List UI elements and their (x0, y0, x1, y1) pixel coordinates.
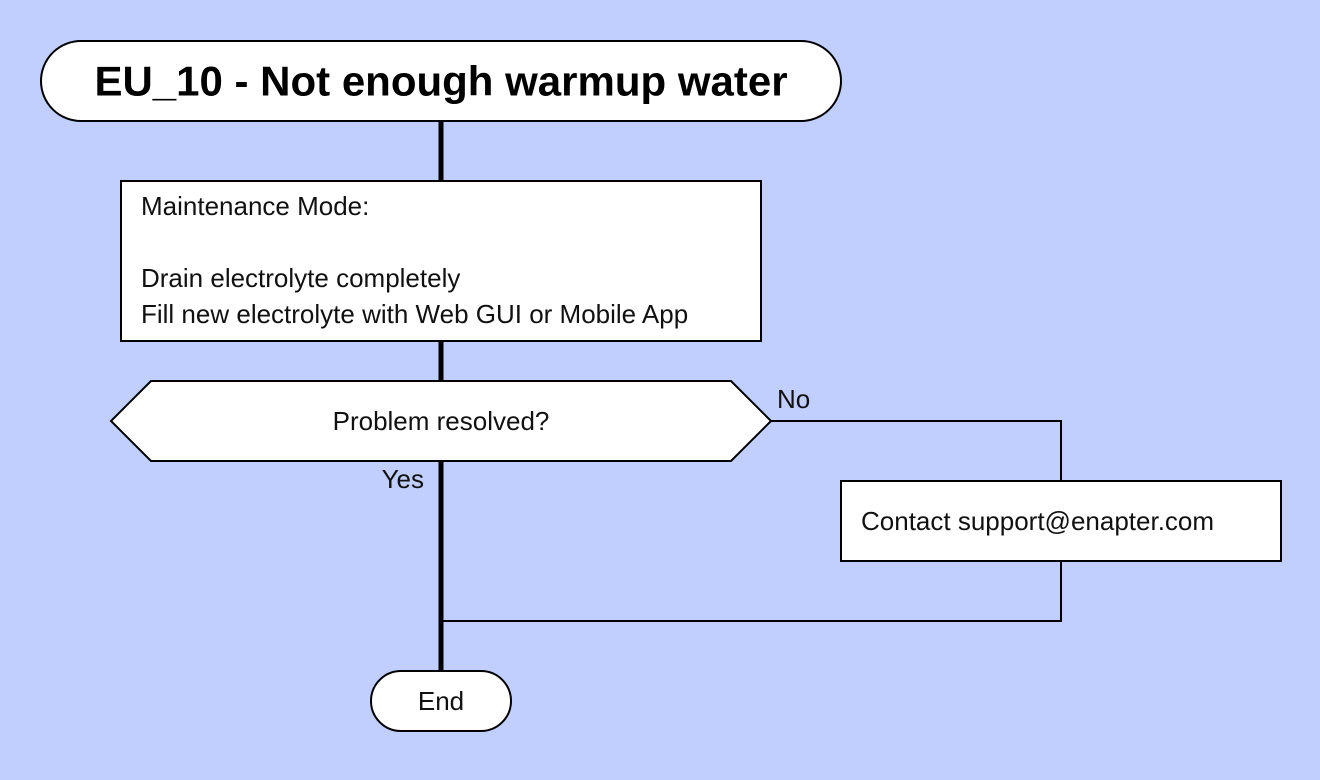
maintenance-step-drain: Drain electrolyte completely (141, 263, 460, 293)
decision-node: Problem resolved? (109, 380, 773, 462)
branch-yes-label: Yes (382, 464, 424, 494)
connector-decision-no-to-support (771, 420, 1062, 481)
maintenance-heading: Maintenance Mode: (141, 191, 369, 221)
maintenance-step-fill: Fill new electrolyte with Web GUI or Mob… (141, 299, 688, 329)
start-terminator: EU_10 - Not enough warmup water (40, 40, 842, 122)
decision-label: Problem resolved? (333, 406, 550, 436)
start-terminator-shape (40, 40, 842, 122)
end-terminator-shape (370, 670, 512, 732)
decision-shape (109, 380, 773, 462)
end-terminator: End (370, 670, 512, 732)
end-label: End (418, 686, 464, 716)
connector-support-to-merge (441, 561, 1062, 622)
diagram-title: EU_10 - Not enough warmup water (94, 58, 787, 105)
support-process-box: Contact support@enapter.com (840, 480, 1282, 562)
maintenance-process-shape (120, 180, 762, 342)
branch-no-label: No (777, 384, 810, 414)
support-process-shape (840, 480, 1282, 562)
maintenance-process-box: Maintenance Mode: Drain electrolyte comp… (120, 180, 762, 342)
support-label: Contact support@enapter.com (861, 506, 1214, 536)
